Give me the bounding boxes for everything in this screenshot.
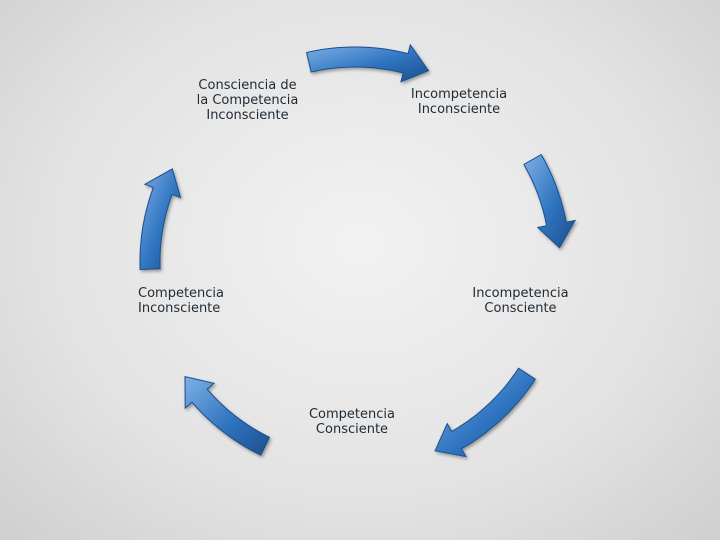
arrow-right bbox=[523, 153, 577, 249]
arrow-top bbox=[305, 43, 430, 83]
stage-incompetencia-consciente: Incompetencia Consciente bbox=[472, 286, 569, 316]
arrow-bottom-left bbox=[184, 375, 271, 456]
arrow-left bbox=[139, 168, 182, 271]
stage-consciencia-competencia-inconsciente: Consciencia de la Competencia Inconscien… bbox=[196, 78, 299, 123]
arrow-bottom-right bbox=[434, 367, 536, 458]
stage-incompetencia-inconsciente: Incompetencia Inconsciente bbox=[410, 87, 508, 117]
stage-competencia-consciente: Competencia Consciente bbox=[308, 407, 395, 437]
stage-competencia-inconsciente: Competencia Inconsciente bbox=[138, 286, 225, 316]
